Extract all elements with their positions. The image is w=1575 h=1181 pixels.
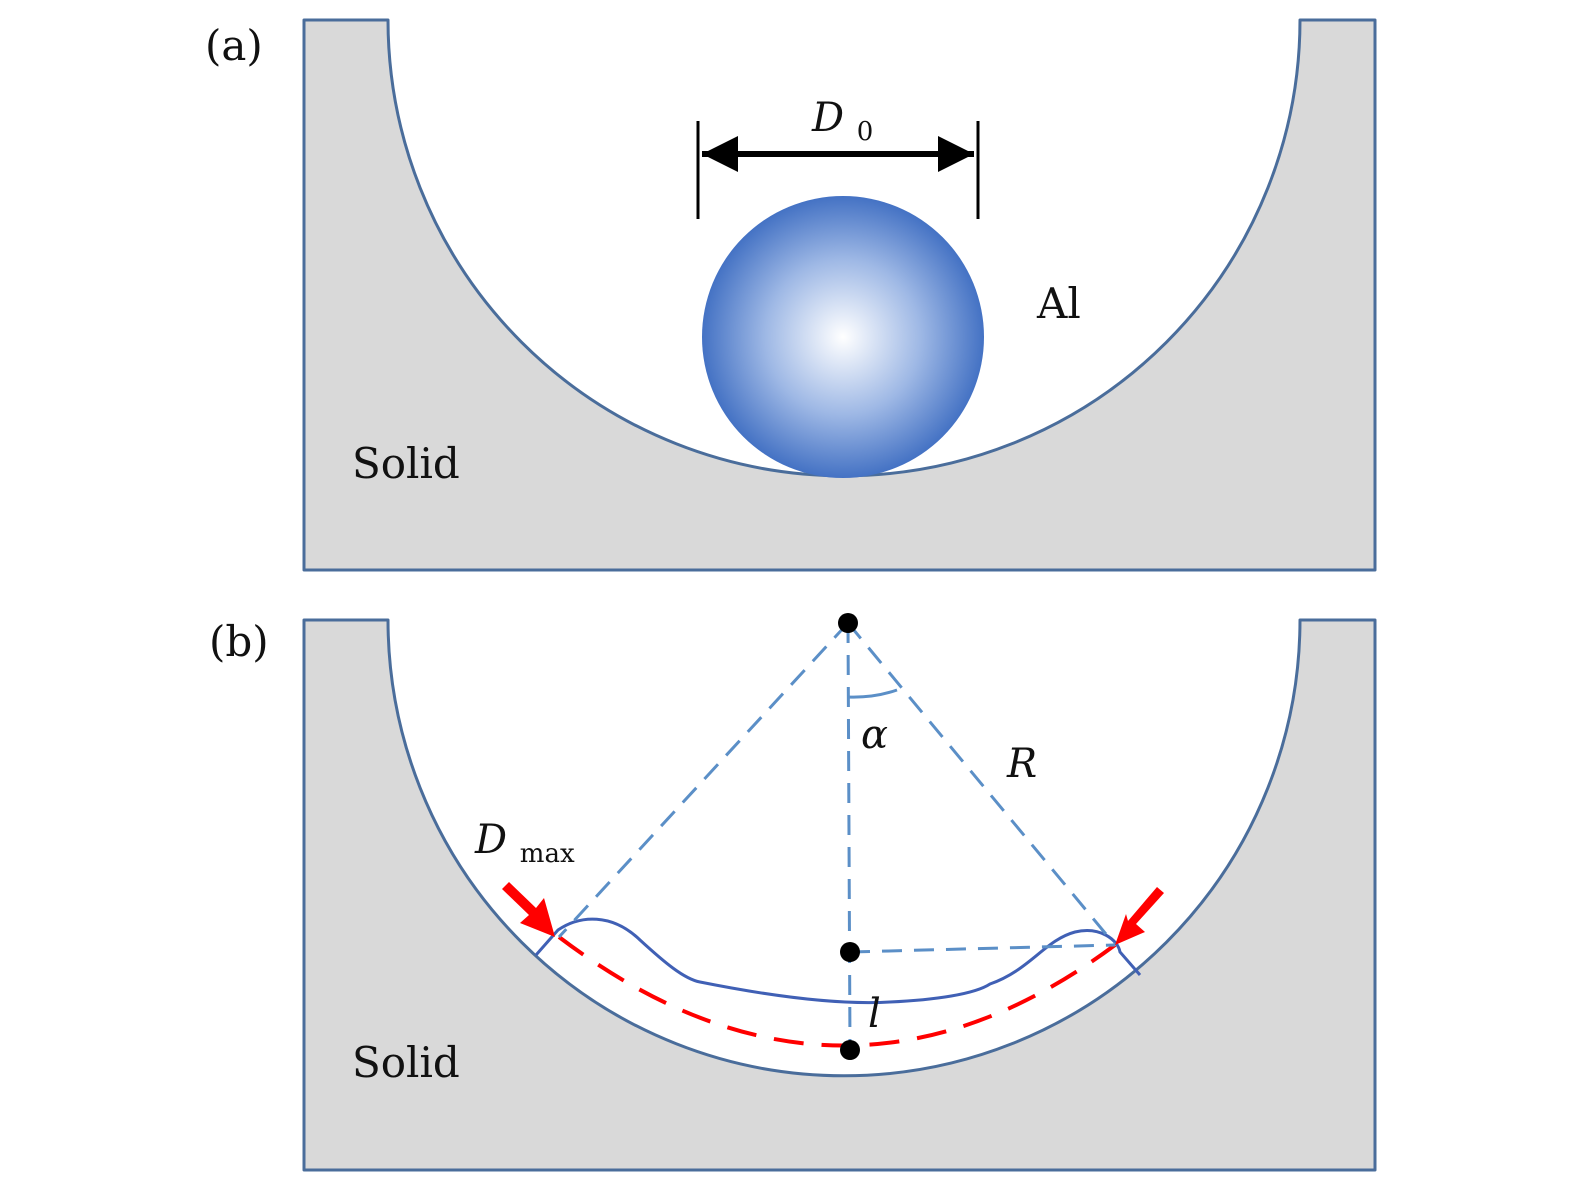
initial-diameter-subscript: 0 xyxy=(857,117,874,147)
initial-diameter-label: D 0 xyxy=(811,95,873,147)
center-vertical-line xyxy=(846,622,852,1051)
max-diameter-label: D max xyxy=(474,817,575,869)
panel-b-label: (b) xyxy=(209,617,269,666)
angle-arc xyxy=(847,688,898,699)
angle-label: α xyxy=(861,712,888,758)
al-sphere xyxy=(702,196,984,478)
radius-label: R xyxy=(1006,741,1037,787)
solid-label-b: Solid xyxy=(352,1038,460,1087)
left-red-arrow xyxy=(502,882,555,937)
chord-line xyxy=(849,943,1116,954)
max-diameter-symbol: D xyxy=(474,817,507,863)
solid-block-b xyxy=(302,618,1377,1172)
solid-label-a: Solid xyxy=(352,439,460,488)
initial-diameter-symbol: D xyxy=(811,95,844,141)
panel-b: (b) Solid α R l D max xyxy=(209,613,1377,1172)
radius-line-right xyxy=(846,622,1117,946)
bottom-point xyxy=(840,1040,860,1060)
chord-point xyxy=(840,942,860,962)
radius-line-left xyxy=(557,621,850,939)
max-diameter-subscript: max xyxy=(520,839,575,869)
al-label: Al xyxy=(1036,279,1081,328)
panel-a: (a) Solid Al D 0 xyxy=(205,18,1377,572)
panel-a-label: (a) xyxy=(205,21,263,70)
contact-arc xyxy=(557,935,1117,1048)
length-label: l xyxy=(868,991,881,1037)
right-red-arrow xyxy=(1115,887,1164,945)
center-point xyxy=(838,613,858,633)
splat-profile xyxy=(534,917,1142,1005)
